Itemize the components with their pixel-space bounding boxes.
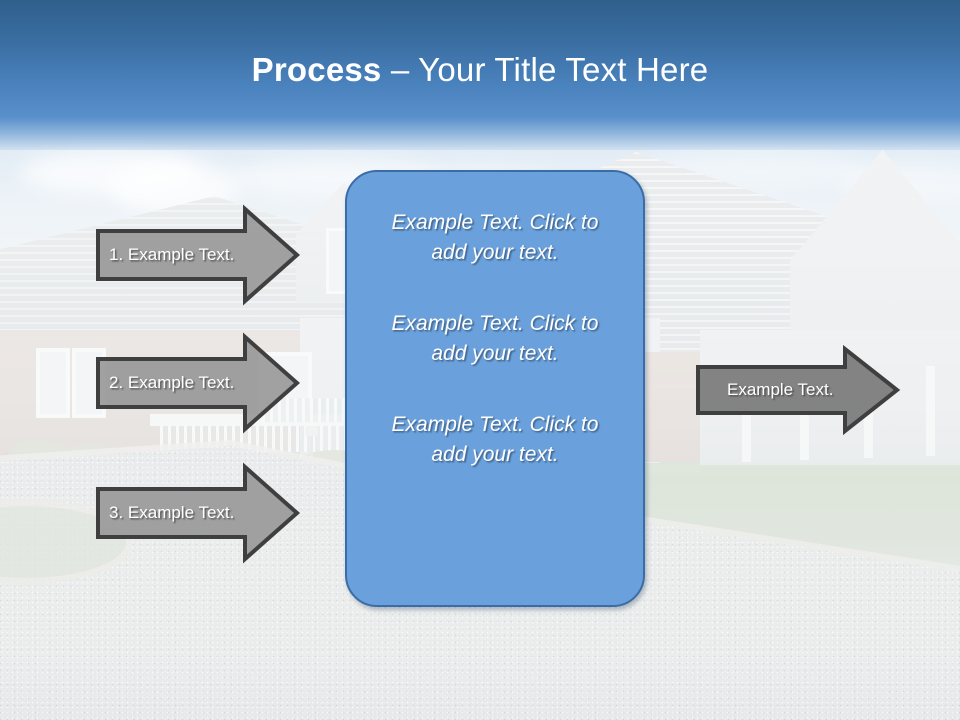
process-arrow-3[interactable]: 3. Example Text.	[95, 462, 301, 564]
center-text-paragraph-3: Example Text. Click to add your text.	[391, 413, 599, 466]
center-text-paragraph-1: Example Text. Click to add your text.	[391, 211, 599, 264]
result-arrow-label: Example Text.	[727, 380, 834, 399]
title-banner-fade	[0, 118, 960, 150]
page-title-bold: Process	[251, 51, 382, 88]
page-title-rest: – Your Title Text Here	[381, 51, 709, 88]
process-arrow-1[interactable]: 1. Example Text.	[95, 204, 301, 306]
page-title: Process – Your Title Text Here	[0, 50, 960, 90]
center-text-box[interactable]: Example Text. Click to add your text. Ex…	[345, 170, 645, 607]
process-arrow-2-label: 2. Example Text.	[109, 373, 235, 392]
process-arrow-1-label: 1. Example Text.	[109, 245, 235, 264]
process-arrow-3-label: 3. Example Text.	[109, 503, 235, 522]
right-arrow-icon	[96, 332, 301, 434]
house-window	[36, 348, 70, 418]
right-arrow-icon	[696, 344, 901, 436]
result-arrow[interactable]: Example Text.	[695, 344, 901, 436]
porch-column	[926, 366, 935, 456]
right-arrow-icon	[96, 462, 301, 564]
title-banner	[0, 0, 960, 118]
right-arrow-icon	[96, 204, 301, 306]
center-text-paragraph-2: Example Text. Click to add your text.	[391, 312, 599, 365]
process-arrow-2[interactable]: 2. Example Text.	[95, 332, 301, 434]
lamp-head	[305, 426, 318, 436]
